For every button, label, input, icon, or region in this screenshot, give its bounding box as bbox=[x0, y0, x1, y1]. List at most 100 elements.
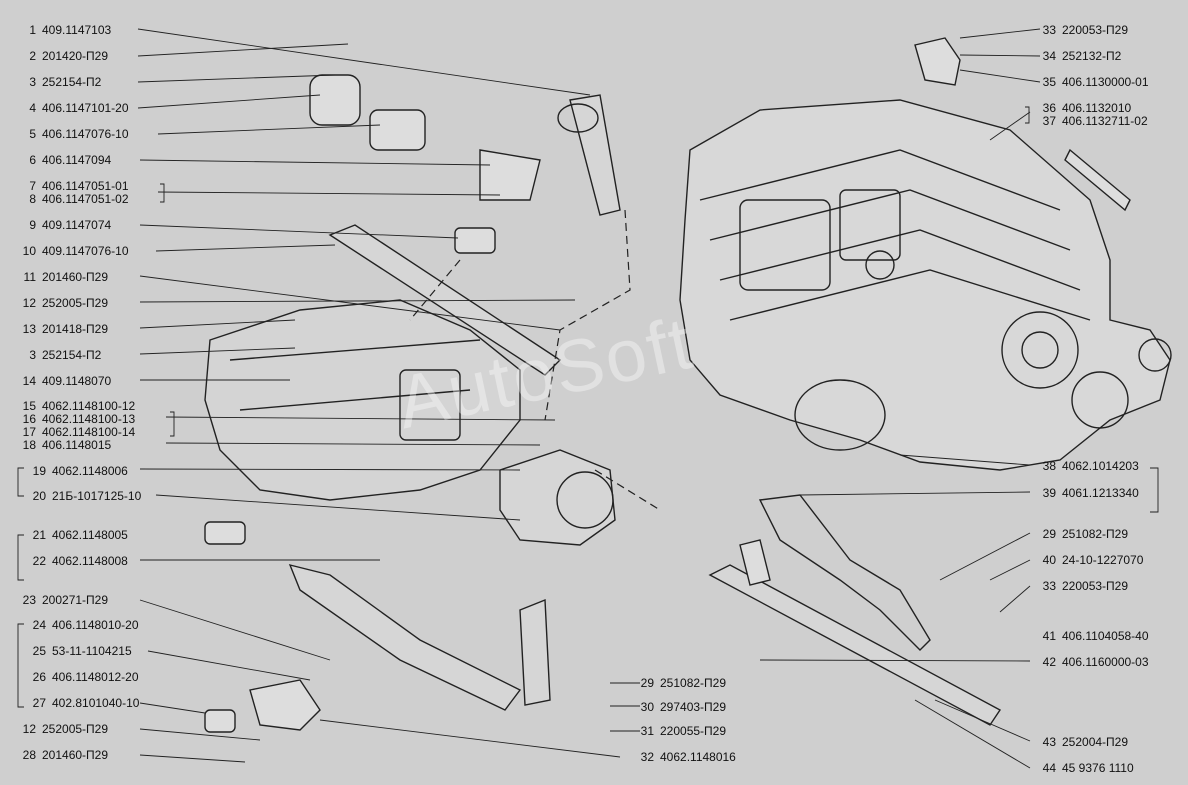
callout-part-number: 252004-П29 bbox=[1062, 735, 1129, 749]
sensor-part bbox=[914, 37, 961, 86]
callout-number: 39 bbox=[1042, 486, 1056, 500]
callout-number: 25 bbox=[32, 644, 46, 658]
callout-number: 13 bbox=[22, 322, 36, 336]
callout-part-number: 406.1130000-01 bbox=[1062, 75, 1149, 89]
callout-part-number: 252154-П2 bbox=[42, 75, 102, 89]
fuel-rail bbox=[708, 564, 1002, 726]
callout-part-number: 4062.1148100-12 bbox=[42, 399, 136, 413]
clamp-part bbox=[309, 74, 361, 126]
air-hose-1 bbox=[569, 94, 621, 216]
callout-part-number: 406.1147094 bbox=[42, 153, 112, 167]
air-hose-2 bbox=[328, 224, 562, 376]
callout-number: 2 bbox=[29, 49, 36, 63]
callout-number: 6 bbox=[29, 153, 36, 167]
callout-number: 27 bbox=[32, 696, 46, 710]
callout-number: 12 bbox=[22, 296, 36, 310]
callout-part-number: 53-11-1104215 bbox=[52, 644, 132, 658]
callout-part-number: 4062.1148005 bbox=[52, 528, 128, 542]
callout-number: 44 bbox=[1042, 761, 1056, 775]
callout-part-number: 4062.1148016 bbox=[660, 750, 736, 764]
callout-number: 31 bbox=[640, 724, 654, 738]
callout-number: 33 bbox=[1042, 23, 1056, 37]
callout-number: 38 bbox=[1042, 459, 1056, 473]
callout-number: 15 bbox=[22, 399, 36, 413]
callout-part-number: 402.8101040-10 bbox=[52, 696, 140, 710]
callout-number: 33 bbox=[1042, 579, 1056, 593]
callout-part-number: 409.1147074 bbox=[42, 218, 112, 232]
callout-number: 34 bbox=[1042, 49, 1056, 63]
callout-part-number: 406.1147051-02 bbox=[42, 192, 129, 206]
callout-number: 8 bbox=[29, 192, 36, 206]
callout-number: 43 bbox=[1042, 735, 1056, 749]
callout-part-number: 201460-П29 bbox=[42, 748, 109, 762]
callout-part-number: 251082-П29 bbox=[1062, 527, 1129, 541]
callout-part-number: 201460-П29 bbox=[42, 270, 109, 284]
callout-number: 1 bbox=[29, 23, 36, 37]
callout-part-number: 406.1104058-40 bbox=[1062, 629, 1149, 643]
callout-part-number: 406.1147076-10 bbox=[42, 127, 129, 141]
callout-part-number: 252132-П2 bbox=[1062, 49, 1122, 63]
callout-number: 30 bbox=[640, 700, 654, 714]
callout-number: 42 bbox=[1042, 655, 1056, 669]
callout-number: 19 bbox=[32, 464, 46, 478]
callout-number: 20 bbox=[32, 489, 46, 503]
callout-part-number: 220053-П29 bbox=[1062, 579, 1129, 593]
callout-number: 7 bbox=[29, 179, 36, 193]
engine-block bbox=[679, 99, 1171, 471]
callout-part-number: 297403-П29 bbox=[660, 700, 727, 714]
callout-part-number: 406.1147051-01 bbox=[42, 179, 129, 193]
callout-number: 4 bbox=[29, 101, 36, 115]
callout-number: 28 bbox=[22, 748, 36, 762]
callout-part-number: 406.1148015 bbox=[42, 438, 112, 452]
callout-part-number: 45 9376 1110 bbox=[1062, 761, 1134, 775]
callout-number: 11 bbox=[23, 270, 36, 284]
coolant-hose bbox=[288, 563, 522, 711]
callout-number: 23 bbox=[22, 593, 36, 607]
callout-part-number: 4062.1148006 bbox=[52, 464, 128, 478]
callout-part-number: 201420-П29 bbox=[42, 49, 109, 63]
outlet-fitting bbox=[249, 679, 321, 731]
callout-number: 36 bbox=[1042, 101, 1056, 115]
callout-part-number: 251082-П29 bbox=[660, 676, 727, 690]
callout-part-number: 201418-П29 bbox=[42, 322, 109, 336]
callout-number: 40 bbox=[1042, 553, 1056, 567]
callout-number: 18 bbox=[22, 438, 36, 452]
callout-part-number: 4062.1148100-14 bbox=[42, 425, 136, 439]
callout-number: 3 bbox=[29, 75, 36, 89]
callout-part-number: 4062.1014203 bbox=[1062, 459, 1139, 473]
callout-part-number: 406.1132010 bbox=[1062, 101, 1132, 115]
callout-number: 10 bbox=[22, 244, 36, 258]
callout-part-number: 24-10-1227070 bbox=[1062, 553, 1144, 567]
callout-part-number: 406.1160000-03 bbox=[1062, 655, 1149, 669]
callout-number: 9 bbox=[29, 218, 36, 232]
callout-part-number: 220055-П29 bbox=[660, 724, 727, 738]
callout-number: 5 bbox=[29, 127, 36, 141]
callout-part-number: 406.1147101-20 bbox=[42, 101, 129, 115]
callout-number: 24 bbox=[32, 618, 46, 632]
callout-part-number: 406.1148010-20 bbox=[52, 618, 139, 632]
callout-part-number: 252005-П29 bbox=[42, 296, 109, 310]
callout-part-number: 409.1147103 bbox=[42, 23, 112, 37]
callout-number: 41 bbox=[1042, 629, 1056, 643]
callout-part-number: 406.1148012-20 bbox=[52, 670, 139, 684]
callout-part-number: 252154-П2 bbox=[42, 348, 102, 362]
callout-part-number: 406.1132711-02 bbox=[1062, 114, 1148, 128]
callout-number: 32 bbox=[640, 750, 654, 764]
callout-number: 26 bbox=[32, 670, 46, 684]
callout-part-number: 200271-П29 bbox=[42, 593, 109, 607]
callout-number: 16 bbox=[22, 412, 36, 426]
callout-part-number: 4061.1213340 bbox=[1062, 486, 1139, 500]
callout-number: 14 bbox=[22, 374, 36, 388]
callout-number: 37 bbox=[1042, 114, 1056, 128]
callout-number: 21 bbox=[32, 528, 46, 542]
callout-number: 12 bbox=[22, 722, 36, 736]
callout-number: 3 bbox=[29, 348, 36, 362]
callout-part-number: 220053-П29 bbox=[1062, 23, 1129, 37]
callout-number: 35 bbox=[1042, 75, 1056, 89]
callout-number: 29 bbox=[1042, 527, 1056, 541]
callout-number: 29 bbox=[640, 676, 654, 690]
callout-number: 17 bbox=[22, 425, 36, 439]
callout-part-number: 252005-П29 bbox=[42, 722, 109, 736]
